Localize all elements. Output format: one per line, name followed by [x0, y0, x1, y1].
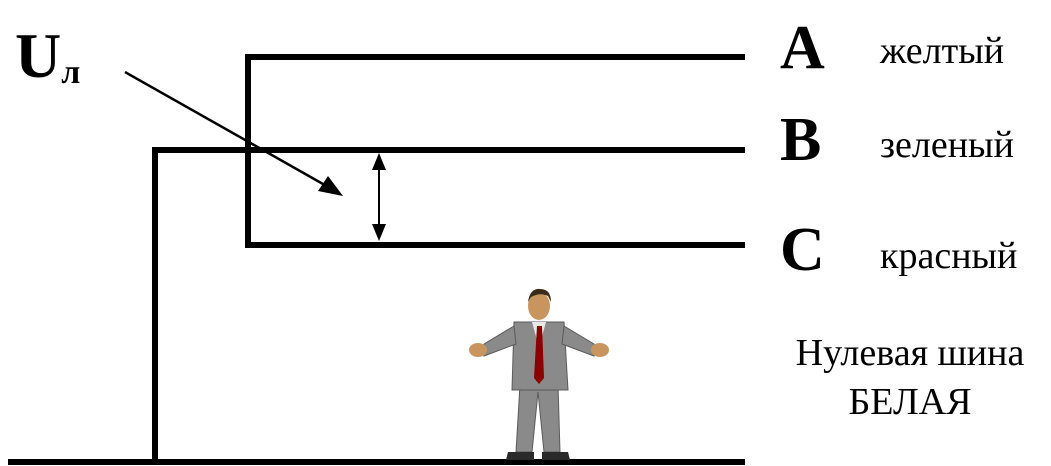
voltage-label: Uл — [15, 20, 80, 91]
phase-b-letter: B — [780, 106, 821, 174]
phase-b-line — [155, 150, 745, 462]
neutral-bus-label-line2: БЕЛАЯ — [848, 381, 971, 423]
voltage-arrow — [372, 153, 386, 241]
phase-b-color-name: зеленый — [880, 124, 1014, 166]
phase-c-color-name: красный — [880, 235, 1017, 277]
person-figure-icon — [469, 289, 609, 460]
voltage-label-main: U — [15, 20, 61, 91]
phase-c-letter: C — [780, 216, 825, 284]
phase-a-color-name: желтый — [879, 30, 1004, 72]
voltage-label-subscript: л — [61, 54, 80, 91]
bus-lines — [8, 57, 745, 462]
neutral-bus-label-line1: Нулевая шина — [796, 332, 1025, 374]
phase-a-letter: A — [780, 14, 825, 82]
